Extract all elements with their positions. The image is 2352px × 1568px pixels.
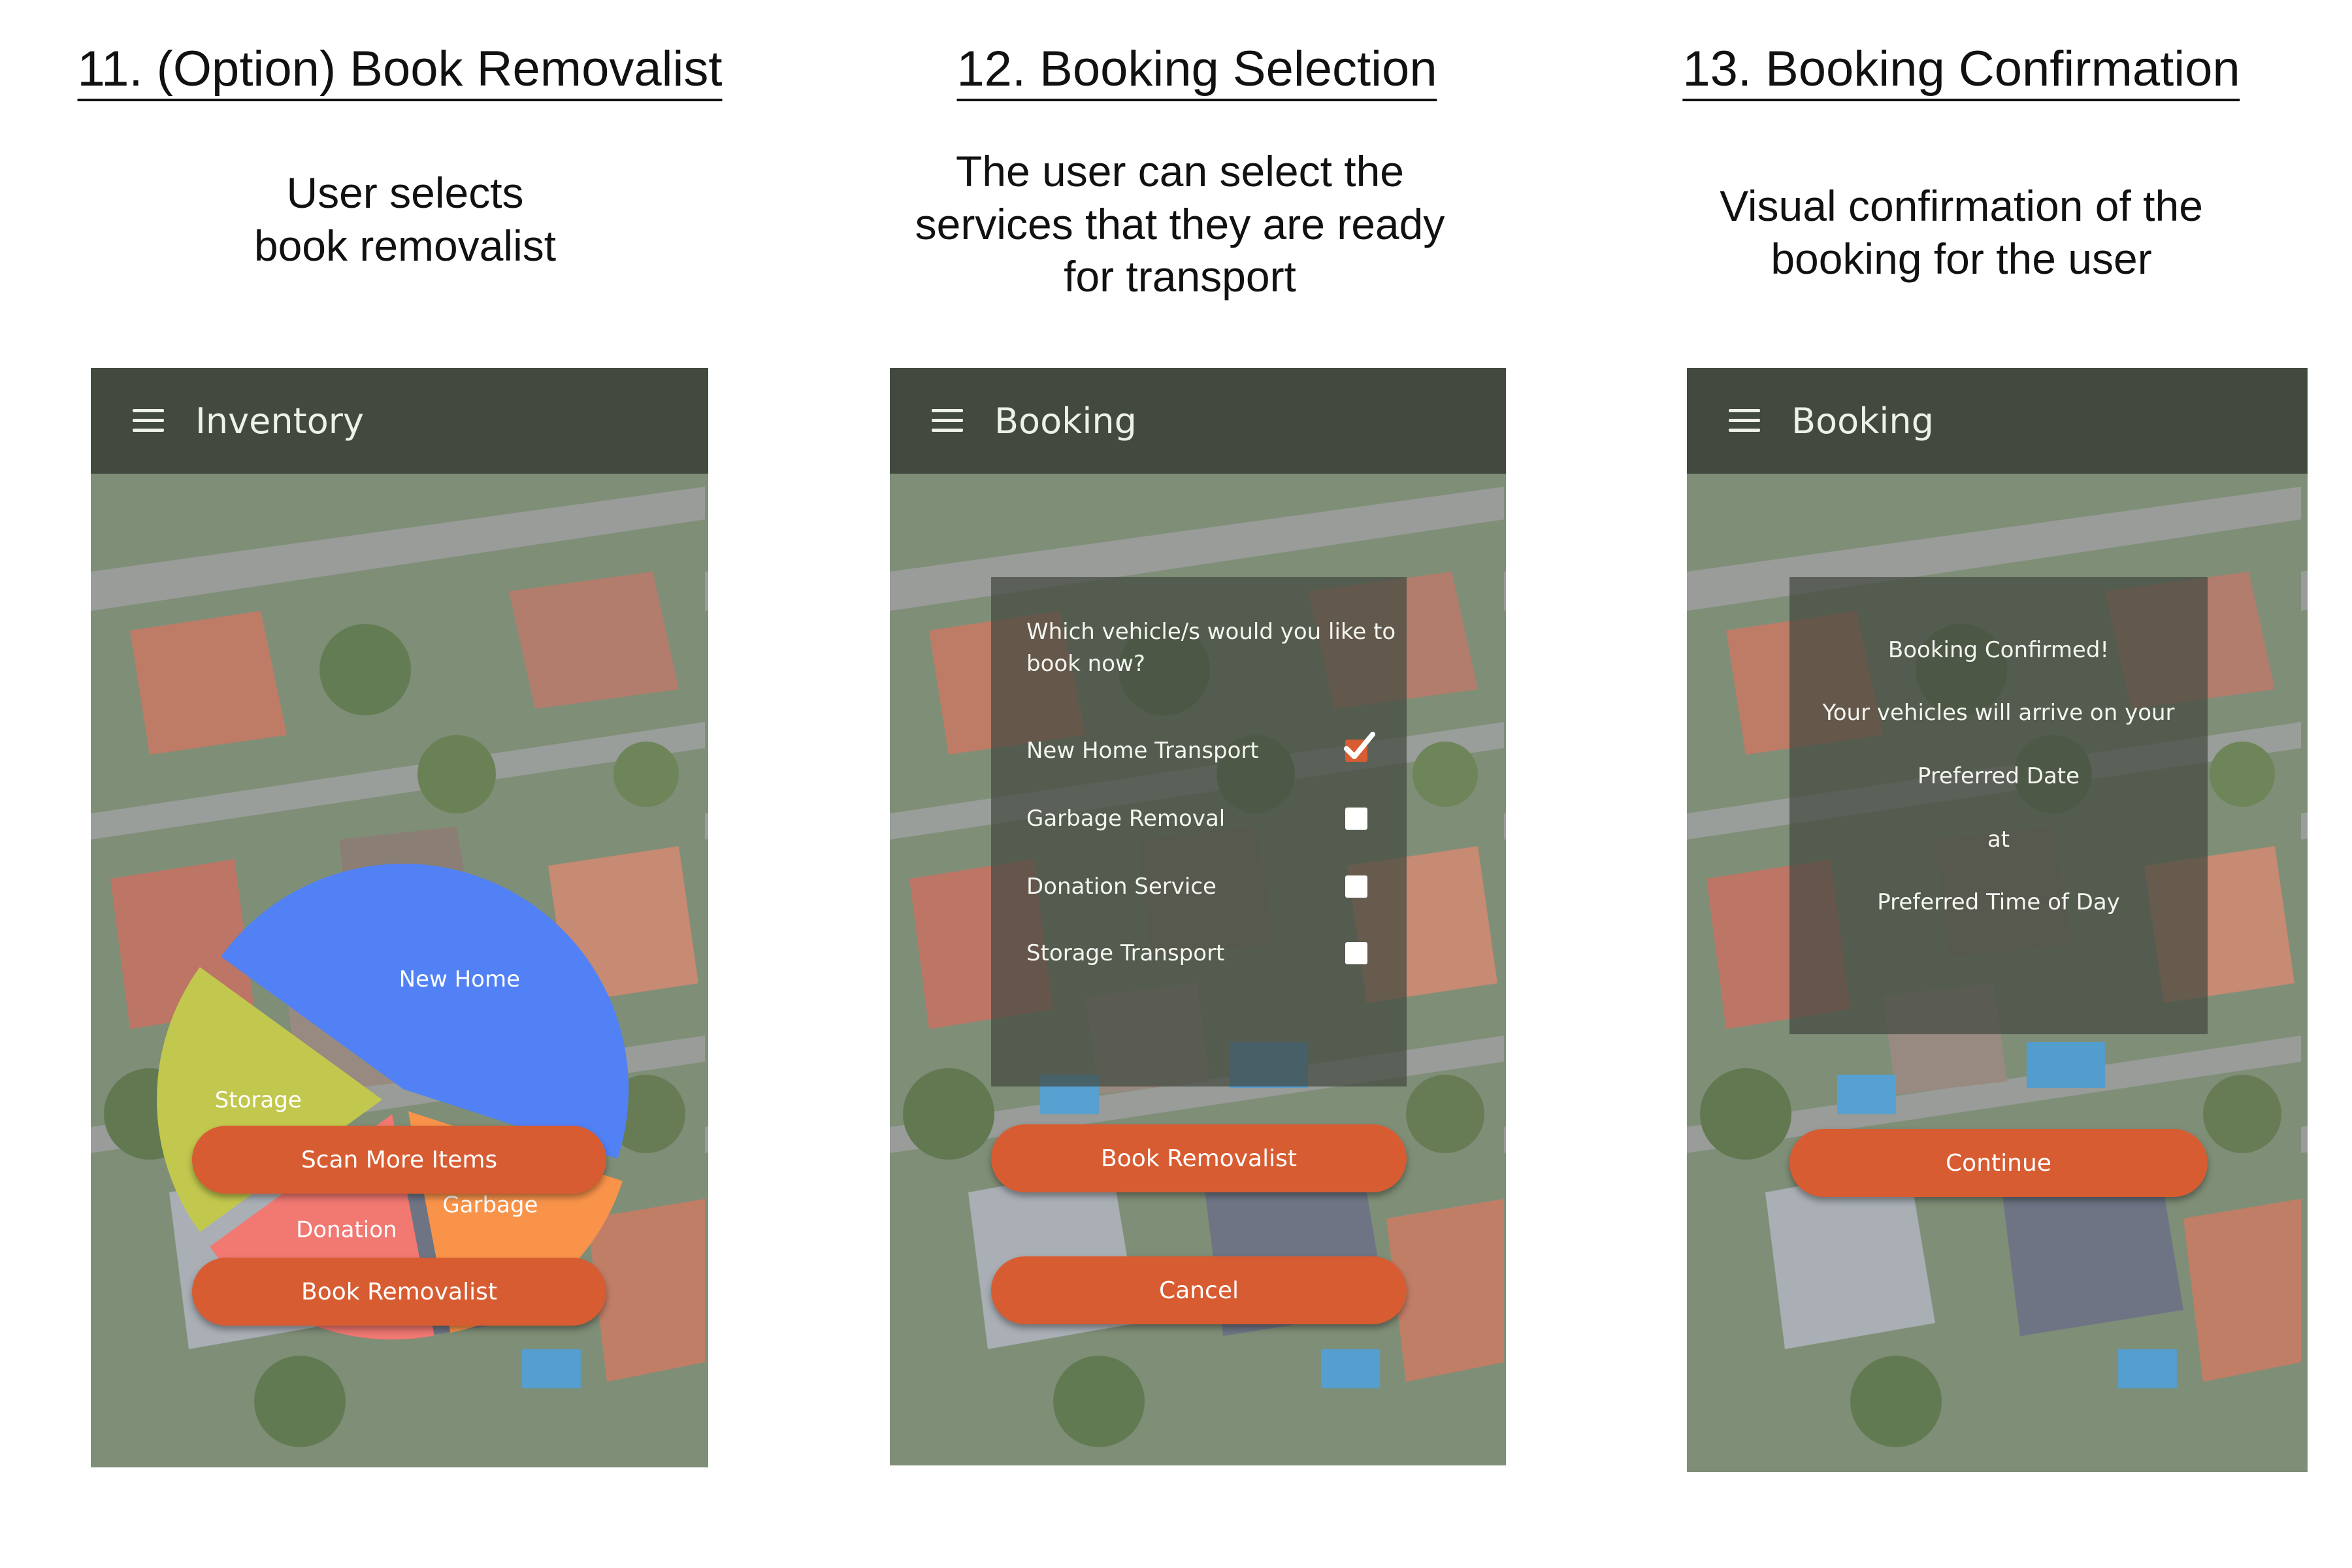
app-bar: Booking [890,368,1506,474]
app-bar-title: Booking [994,400,1137,442]
pie-label-storage: Storage [215,1087,302,1113]
booking-selection-screen: Booking Which vehicle/s would you like t… [890,368,1506,1465]
confirmation-heading: Booking Confirmed! [1887,637,2110,663]
step-11-title: 11. (Option) Book Removalist [77,41,723,102]
confirmation-at: at [1987,826,2010,853]
option-storage-transport[interactable]: Storage Transport [1026,934,1367,973]
option-new-home-transport[interactable]: New Home Transport [1026,731,1375,770]
menu-icon[interactable] [1729,409,1760,433]
pie-label-donation: Donation [296,1217,397,1243]
menu-icon[interactable] [932,409,963,433]
vehicle-question: Which vehicle/s would you like to book n… [1026,619,1396,678]
step-12-description: The user can select the services that th… [915,147,1445,301]
menu-icon[interactable] [133,409,164,433]
step-13-title: 13. Booking Confirmation [1682,41,2240,102]
pie-label-new-home: New Home [399,966,520,992]
scan-more-items-button[interactable]: Scan More Items [192,1126,606,1194]
app-bar: Booking [1687,368,2308,474]
pie-slice-new-home[interactable] [221,863,629,1159]
app-bar-title: Inventory [195,400,364,442]
checkmark-icon [1344,732,1375,759]
preferred-date: Preferred Date [1917,763,2080,789]
checkbox[interactable] [1345,875,1367,898]
app-bar-title: Booking [1791,400,1934,442]
step-13-description: Visual confirmation of the booking for t… [1720,182,2203,283]
continue-button[interactable]: Continue [1789,1129,2208,1197]
pie-label-garbage: Garbage [442,1192,538,1218]
checkbox[interactable] [1345,942,1367,964]
book-removalist-button[interactable]: Book Removalist [991,1124,1407,1192]
vehicle-selection-panel: Which vehicle/s would you like to book n… [991,577,1407,1086]
book-removalist-button[interactable]: Book Removalist [192,1258,606,1326]
cancel-button[interactable]: Cancel [991,1256,1407,1324]
step-11-description: User selects book removalist [253,169,557,270]
option-garbage-removal[interactable]: Garbage Removal [1026,799,1367,838]
step-12-title: 12. Booking Selection [956,41,1437,102]
option-donation-service[interactable]: Donation Service [1026,867,1367,906]
app-bar: Inventory [91,368,708,474]
confirmation-panel: Booking Confirmed! Your vehicles will ar… [1789,577,2208,1034]
confirmation-text: Your vehicles will arrive on your [1822,700,2175,726]
preferred-time: Preferred Time of Day [1877,889,2120,915]
checkbox[interactable] [1345,808,1367,830]
checkbox-checked[interactable] [1344,732,1375,762]
booking-confirmation-screen: Booking Booking Confirmed! Your vehicles… [1687,368,2308,1472]
